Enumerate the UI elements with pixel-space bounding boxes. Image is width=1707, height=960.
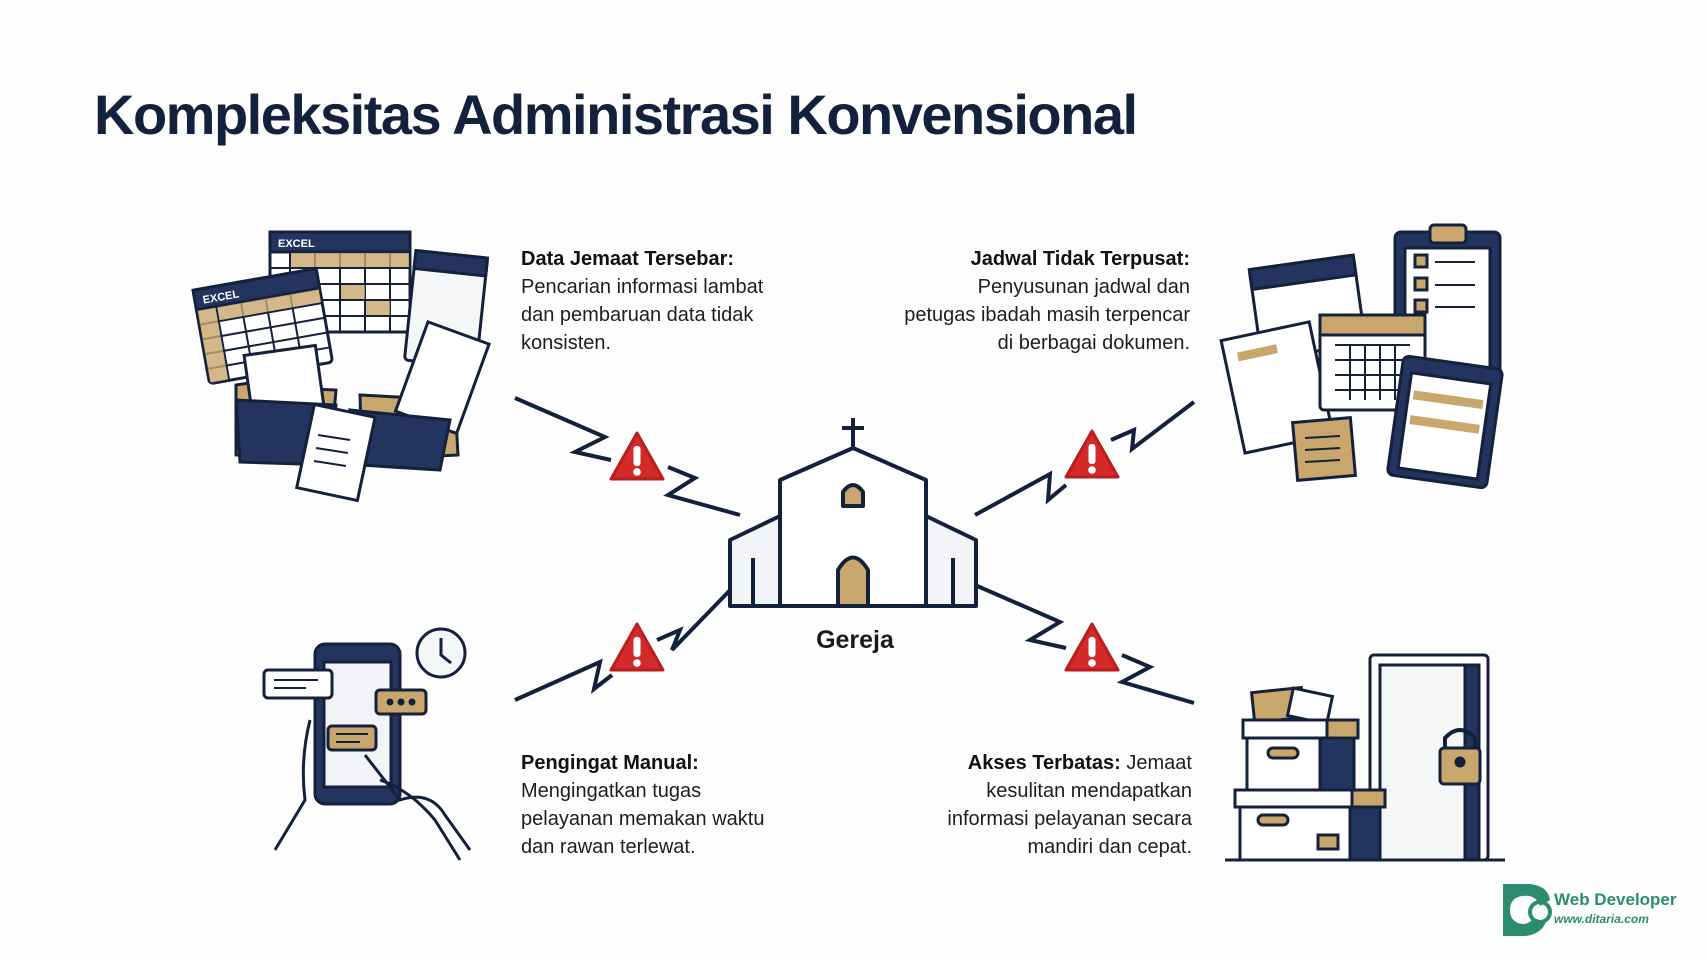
svg-text:EXCEL: EXCEL [278, 238, 315, 250]
connector-top-right [974, 400, 1196, 517]
phone-messages-icon [262, 627, 472, 861]
page-title: Kompleksitas Administrasi Konvensional [94, 83, 1138, 146]
desc-akses: Akses Terbatas: Jemaat kesulitan mendapa… [947, 752, 1192, 858]
warning-triangle-icon [609, 622, 665, 672]
brand-logo-icon [1503, 884, 1552, 936]
locked-door-boxes-icon [1225, 653, 1505, 862]
desc-heading: Pengingat Manual: [521, 752, 699, 774]
connector-bottom-left [514, 581, 739, 702]
warning-triangle-icon [1064, 622, 1120, 672]
connector-top-left [514, 396, 741, 517]
church-label: Gereja [816, 626, 894, 654]
desc-heading: Jadwal Tidak Terpusat: [970, 248, 1190, 270]
scattered-calendars-icon [1219, 223, 1504, 490]
desc-pengingat: Pengingat Manual: Mengingatkan tugas pel… [521, 752, 765, 858]
desc-data-jemaat: Data Jemaat Tersebar: Pencarian informas… [521, 248, 764, 354]
logo-title: Web Developer [1554, 890, 1677, 909]
warning-triangle-icon [1064, 429, 1120, 479]
brand-logo: Web Developer www.ditaria.com [1498, 880, 1698, 936]
desc-heading: Data Jemaat Tersebar: [521, 248, 735, 270]
desc-heading: Akses Terbatas: [967, 752, 1121, 774]
warning-triangle-icon [609, 431, 665, 481]
desc-jadwal: Jadwal Tidak Terpusat: Penyusunan jadwal… [904, 248, 1190, 354]
church-icon [728, 418, 978, 608]
connector-bottom-right [974, 583, 1195, 705]
scattered-spreadsheets-icon: EXCEL EXCEL [191, 230, 492, 503]
logo-url: www.ditaria.com [1554, 912, 1649, 926]
